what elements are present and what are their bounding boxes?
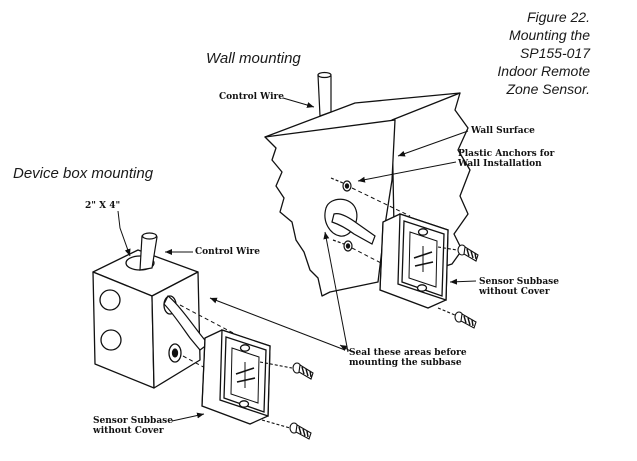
caption-line: Indoor Remote — [497, 63, 590, 79]
screw-icon — [292, 362, 314, 380]
control-wire-box-label: Control Wire — [195, 247, 260, 257]
sensor-subbase-left-label-2: without Cover — [93, 426, 164, 436]
screw-icon — [289, 422, 312, 440]
sensor-subbase-right-label-1: Sensor Subbase — [479, 277, 559, 287]
screw-icon — [454, 311, 477, 329]
plastic-anchors — [330, 177, 353, 252]
wall-sensor-subbase — [379, 213, 449, 309]
box-size-label: 2" X 4" — [85, 201, 121, 211]
wall-screws — [437, 244, 479, 329]
caption-line: Mounting the — [509, 27, 590, 43]
plastic-anchors-label-1: Plastic Anchors for — [458, 149, 555, 159]
caption-line: SP155-017 — [519, 45, 590, 61]
leader-lines — [117, 97, 477, 422]
wall-control-wire — [317, 71, 376, 245]
box-screws — [259, 361, 314, 440]
box-sensor-subbase — [201, 329, 271, 425]
wall-alignment-lines — [351, 187, 411, 279]
seal-label-1: Seal these areas before — [349, 348, 467, 358]
device-box-mounting-heading: Device box mounting — [13, 165, 154, 182]
device-box — [92, 249, 201, 389]
figure-caption: Figure 22. Mounting the SP155-017 Indoor… — [440, 8, 590, 98]
caption-line: Figure 22. — [526, 9, 590, 25]
screw-icon — [457, 244, 479, 262]
box-control-wire — [139, 232, 209, 351]
wall-mounting-heading: Wall mounting — [206, 50, 301, 67]
seal-label-2: mounting the subbase — [349, 358, 462, 368]
sensor-subbase-right-label-2: without Cover — [479, 287, 550, 297]
plastic-anchors-label-2: Wall Installation — [458, 159, 542, 169]
caption-line: Zone Sensor. — [506, 81, 590, 97]
control-wire-wall-label: Control Wire — [219, 92, 284, 102]
sensor-subbase-left-label-1: Sensor Subbase — [93, 416, 173, 426]
wall-surface-label: Wall Surface — [471, 126, 535, 136]
